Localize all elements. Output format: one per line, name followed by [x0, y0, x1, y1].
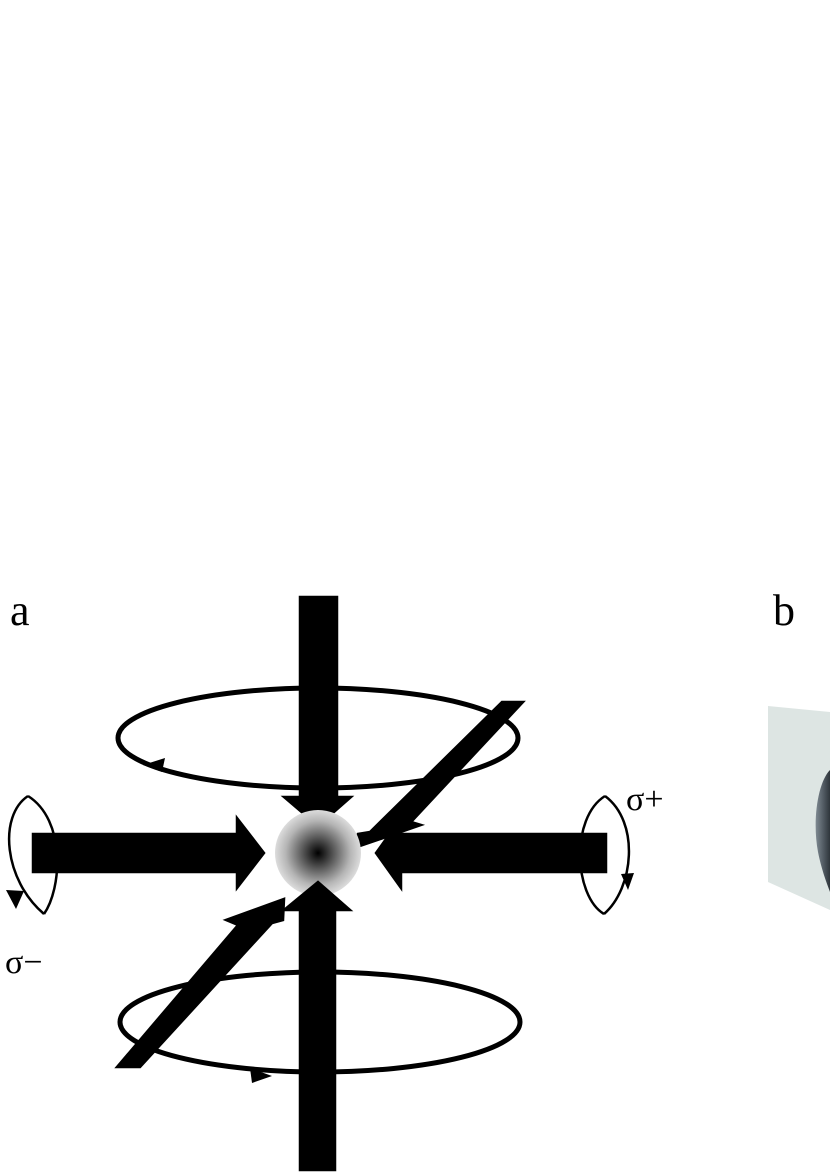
horizontal-beam-right [374, 814, 608, 892]
right-polarization-loop [578, 794, 606, 916]
left-polarization-loop-back [27, 794, 59, 915]
upper-ring-front [115, 737, 521, 791]
diagonal-beam-lower-left [114, 897, 286, 1069]
panel-b-plate [768, 706, 830, 910]
panel-b-object [815, 770, 830, 892]
horizontal-beam-left [31, 814, 266, 892]
upper-ring-arrowhead [143, 758, 165, 772]
atom-cloud [275, 810, 361, 896]
lower-ring-front [117, 1021, 523, 1075]
lower-ring-arrowhead [250, 1068, 272, 1083]
panel-b-label: b [773, 586, 795, 635]
panel-a-label: a [10, 586, 30, 635]
sigma-plus-label: σ+ [626, 781, 664, 818]
right-polarization-loop-back [603, 794, 631, 915]
right-loop-arrowhead [621, 873, 634, 890]
left-polarization-loop [7, 794, 45, 915]
vertical-beam-bottom [280, 880, 354, 1172]
diagonal-beam-upper-right [355, 700, 526, 849]
sigma-minus-label: σ− [5, 944, 43, 981]
vertical-beam-top [280, 595, 355, 828]
left-loop-arrowhead [6, 890, 24, 909]
